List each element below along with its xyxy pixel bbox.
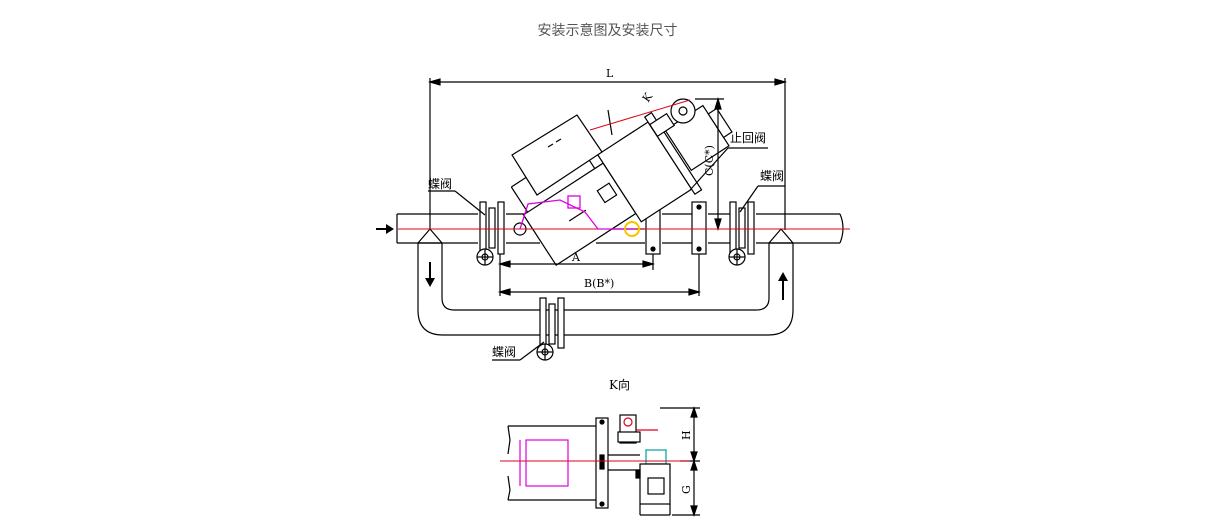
label-dimension-c: C(C*) xyxy=(703,145,716,176)
label-butterfly-valve-left: 蝶阀 xyxy=(428,176,452,191)
flow-arrows xyxy=(376,224,788,300)
motor-box xyxy=(511,114,603,196)
bypass-pipe xyxy=(417,228,794,336)
dimension-b xyxy=(497,254,702,296)
check-valve-leader xyxy=(689,147,768,191)
dimension-a xyxy=(497,254,656,270)
label-check-valve: 止回阀 xyxy=(730,131,766,145)
label-butterfly-valve-bottom: 蝶阀 xyxy=(492,344,516,359)
label-dimension-l: L xyxy=(606,67,614,80)
label-dimension-g: G xyxy=(680,485,693,494)
label-dimension-a: A xyxy=(571,251,581,264)
label-k-view: K向 xyxy=(609,377,630,392)
page-title: 安装示意图及安装尺寸 xyxy=(537,23,678,39)
dimension-c xyxy=(695,96,724,232)
flange-left xyxy=(476,201,505,266)
label-dimension-h: H xyxy=(680,430,693,440)
dimension-l xyxy=(427,78,788,230)
flange-bypass xyxy=(536,297,565,361)
top-head xyxy=(607,98,696,138)
label-butterfly-valve-right: 蝶阀 xyxy=(760,168,784,183)
flange-right xyxy=(728,201,755,266)
label-view-marker: K xyxy=(640,90,656,105)
label-dimension-b: B(B*) xyxy=(584,277,614,290)
highlight-marker xyxy=(624,221,640,237)
sensor-piping xyxy=(519,195,634,230)
